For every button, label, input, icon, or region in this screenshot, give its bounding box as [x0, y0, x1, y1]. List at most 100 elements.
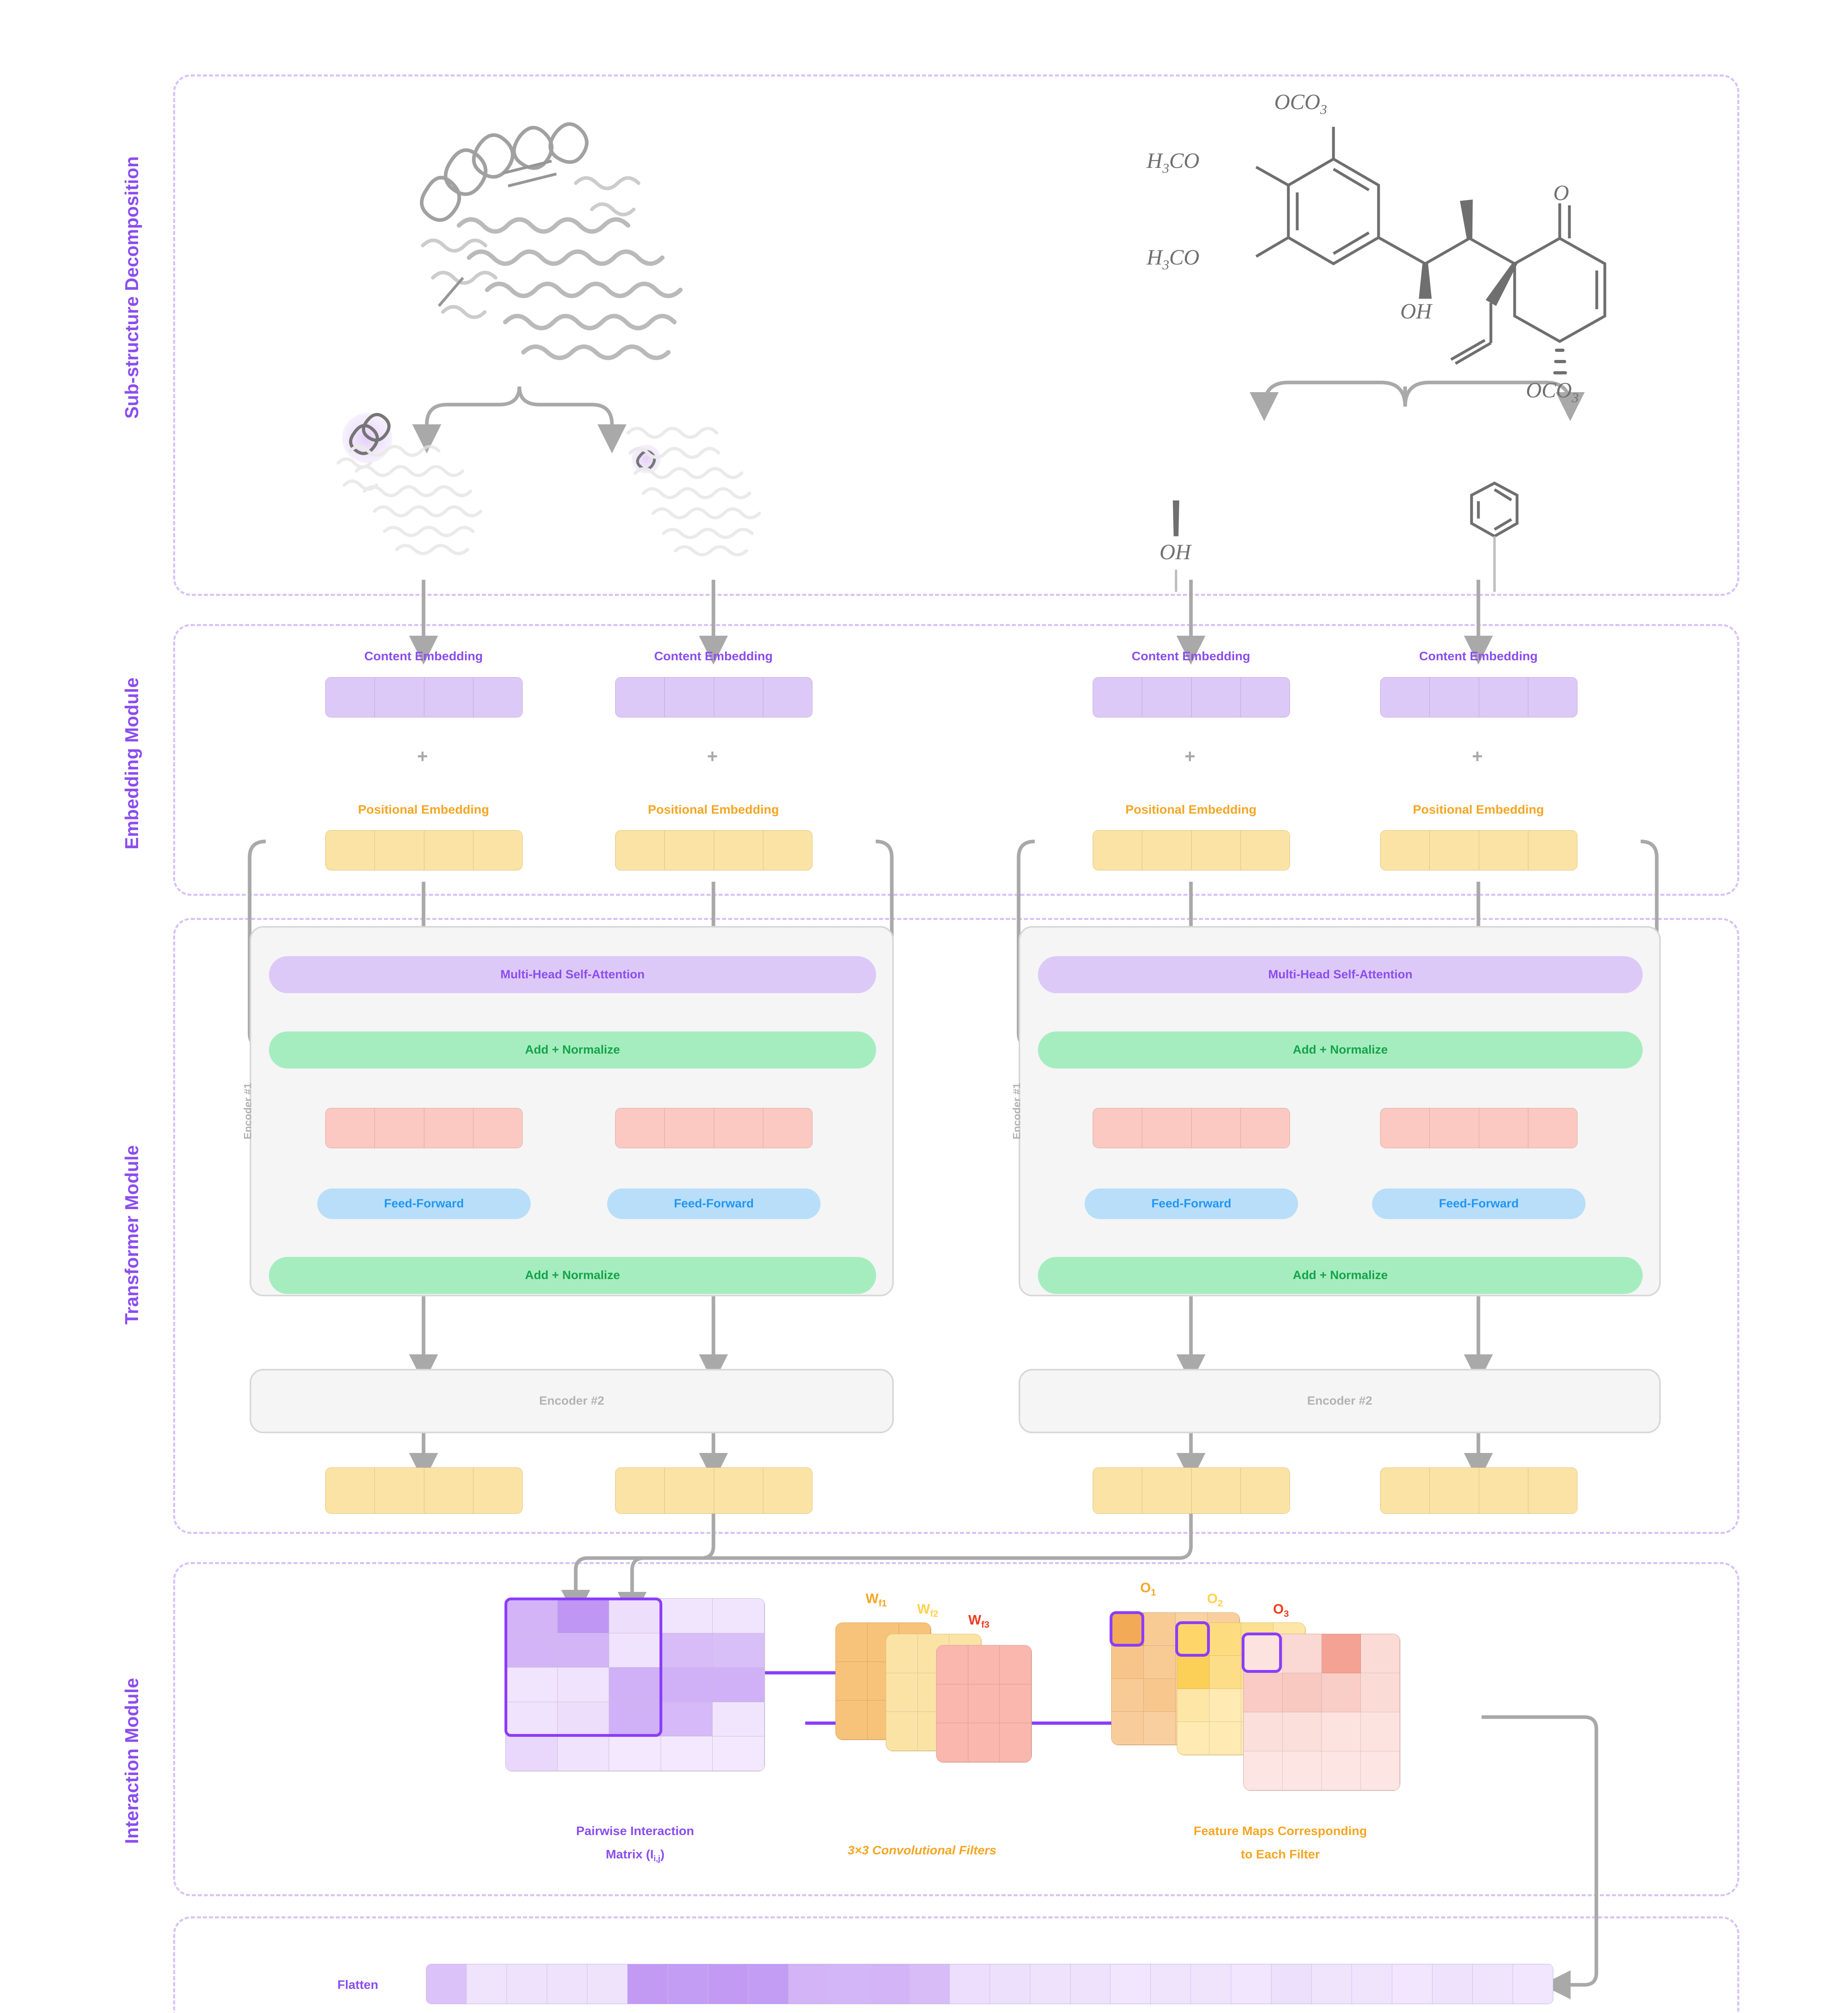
vector-cell	[473, 1468, 522, 1513]
embedding-cell	[1240, 831, 1290, 870]
feature-map-cell	[1244, 1673, 1283, 1712]
feature-map-cell	[1322, 1712, 1361, 1751]
filter-label-base: W	[917, 1602, 930, 1617]
content-embedding-label-2: Content Embedding	[654, 649, 773, 663]
encoder1-label-left: Encoder #1	[242, 1083, 254, 1139]
filter-cell	[836, 1623, 868, 1662]
feature-map-cell	[1209, 1689, 1241, 1722]
plus-sign-1: +	[417, 746, 428, 767]
pairwise-cell	[557, 1668, 610, 1702]
filter-cell	[936, 1645, 968, 1684]
output-label-o1: O1	[1140, 1580, 1156, 1598]
content-embedding-label-4: Content Embedding	[1419, 649, 1538, 663]
plus-sign-4: +	[1472, 746, 1483, 767]
feature-map-cell	[1112, 1712, 1144, 1745]
output-label-sub: 3	[1284, 1608, 1289, 1619]
feedforward-right-1[interactable]: Feed-Forward	[1085, 1188, 1298, 1219]
feedforward-right-2[interactable]: Feed-Forward	[1372, 1188, 1585, 1219]
embedding-cell	[1528, 831, 1577, 870]
flatten-cell	[1352, 1964, 1393, 2004]
flatten-cell	[708, 1964, 748, 2004]
atom-label-oco3-top: OCO3	[1274, 90, 1327, 117]
transformer-output-strip-3	[1093, 1467, 1290, 1514]
pairwise-cell	[506, 1736, 558, 1771]
vector-cell	[763, 1468, 812, 1513]
attention-output-strip-right-1	[1093, 1108, 1290, 1148]
attention-output-strip-left-2	[615, 1108, 812, 1148]
vector-cell	[326, 1108, 375, 1148]
feature-map-o3[interactable]	[1243, 1634, 1400, 1791]
feature-map-cell	[1322, 1673, 1361, 1712]
add-normalize-2-left[interactable]: Add + Normalize	[269, 1257, 876, 1294]
multihead-attention-right[interactable]: Multi-Head Self-Attention	[1038, 956, 1649, 1000]
embedding-cell	[424, 831, 473, 870]
vector-cell	[1142, 1468, 1192, 1513]
vector-cell	[763, 1108, 812, 1148]
pairwise-interaction-matrix[interactable]	[505, 1598, 765, 1771]
feature-map-cell	[1209, 1722, 1241, 1755]
encoder2-box-left[interactable]: Encoder #2	[250, 1369, 894, 1433]
feature-map-cell	[1322, 1751, 1361, 1790]
output-label-sub: 1	[1151, 1587, 1156, 1598]
add-normalize-2-right[interactable]: Add + Normalize	[1038, 1257, 1643, 1294]
attention-output-strip-left-1	[325, 1108, 523, 1148]
embedding-cell	[1381, 831, 1430, 870]
module-title-substructure: Sub-structure Decomposition	[121, 156, 142, 419]
embedding-cell	[665, 678, 714, 717]
module-title-interaction: Interaction Module	[121, 1678, 142, 1844]
pairwise-cell	[661, 1736, 713, 1771]
filter-cell	[1000, 1645, 1031, 1684]
embedding-cell	[326, 678, 375, 717]
filter-label-wf2: Wf2	[917, 1602, 938, 1619]
filter-cell	[936, 1723, 968, 1762]
content-embedding-strip-2	[615, 677, 812, 717]
flatten-cell	[1271, 1964, 1312, 2004]
pairwise-cell	[661, 1599, 713, 1633]
flatten-cell	[466, 1964, 507, 2004]
flatten-cell	[869, 1964, 910, 2004]
encoder2-box-right[interactable]: Encoder #2	[1019, 1369, 1661, 1433]
feedforward-left-1[interactable]: Feed-Forward	[317, 1188, 531, 1219]
vector-cell	[714, 1108, 763, 1148]
flatten-cell	[748, 1964, 789, 2004]
vector-cell	[1479, 1108, 1528, 1148]
filter-label-sub: f3	[981, 1619, 990, 1630]
filter-cell	[1000, 1723, 1031, 1762]
embedding-cell	[1142, 831, 1192, 870]
feature-map-cell	[1143, 1613, 1176, 1646]
flatten-cell	[1433, 1964, 1473, 2004]
embedding-cell	[1479, 831, 1528, 870]
vector-cell	[1430, 1468, 1479, 1513]
add-normalize-1-left[interactable]: Add + Normalize	[269, 1031, 876, 1069]
flatten-cell	[426, 1964, 467, 2004]
atom-label-ketone-o: O	[1553, 181, 1569, 205]
feedforward-left-2[interactable]: Feed-Forward	[607, 1188, 821, 1219]
conv-filters-caption: 3×3 Convolutional Filters	[848, 1843, 996, 1857]
flatten-cell	[1473, 1964, 1513, 2004]
pairwise-cell	[557, 1736, 610, 1771]
matrix-caption-suffix: )	[660, 1847, 665, 1861]
output-label-base: O	[1140, 1580, 1151, 1596]
embedding-cell	[1528, 678, 1577, 717]
flatten-cell	[627, 1964, 668, 2004]
vector-cell	[1528, 1468, 1577, 1513]
vector-cell	[1430, 1108, 1479, 1148]
embedding-cell	[1093, 831, 1143, 870]
filter-cell	[968, 1645, 1000, 1684]
embedding-cell	[763, 678, 812, 717]
pairwise-cell	[506, 1668, 558, 1702]
flatten-cell	[1030, 1964, 1071, 2004]
feature-maps-caption-line2: to Each Filter	[1240, 1847, 1320, 1861]
embedding-cell	[616, 831, 665, 870]
conv-filter-wf3[interactable]	[936, 1645, 1032, 1763]
vector-cell	[1240, 1468, 1290, 1513]
flatten-vector[interactable]	[426, 1964, 1553, 2004]
transformer-output-strip-1	[325, 1467, 523, 1514]
pairwise-cell	[661, 1668, 713, 1702]
vector-cell	[1240, 1108, 1290, 1148]
flatten-cell	[1392, 1964, 1433, 2004]
multihead-attention-left[interactable]: Multi-Head Self-Attention	[269, 956, 883, 1000]
feature-map-cell	[1209, 1656, 1241, 1689]
positional-embedding-label-2: Positional Embedding	[648, 802, 779, 816]
add-normalize-1-right[interactable]: Add + Normalize	[1038, 1031, 1643, 1069]
